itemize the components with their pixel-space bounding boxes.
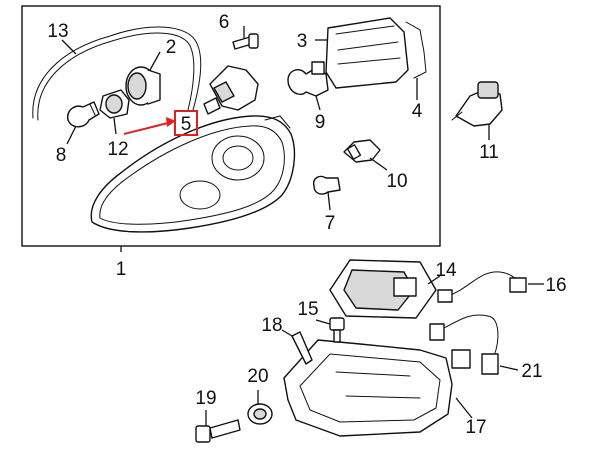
assembly-frame — [21, 5, 441, 247]
callout-12: 12 — [107, 139, 128, 160]
part-14-ballast — [329, 259, 437, 319]
part-7-small-bulb — [312, 175, 341, 195]
highlight-box-5 — [174, 110, 198, 136]
part-15-bolt — [329, 317, 345, 343]
part-8-small-bulb — [67, 101, 100, 128]
callout-2: 2 — [166, 37, 177, 58]
part-13-wire-strip — [32, 26, 202, 121]
headlamp-housing — [90, 115, 296, 233]
callout-16: 16 — [545, 275, 566, 296]
leader-18 — [281, 329, 293, 337]
callout-11: 11 — [479, 142, 499, 163]
callout-6: 6 — [219, 12, 230, 33]
leader-13 — [61, 39, 77, 55]
part-16-harness — [437, 271, 527, 303]
part-19-bolt — [195, 419, 241, 443]
callout-3: 3 — [297, 31, 308, 52]
callout-19: 19 — [195, 388, 216, 409]
part-11-xenon-bulb — [451, 81, 503, 127]
part-2-socket-ring — [125, 66, 161, 106]
part-18-pin — [291, 331, 313, 365]
callout-15: 15 — [297, 299, 318, 320]
callout-7: 7 — [325, 213, 336, 234]
callout-17: 17 — [465, 417, 486, 438]
callout-8: 8 — [56, 145, 67, 166]
part-17-bracket — [283, 339, 471, 437]
callout-14: 14 — [435, 260, 457, 281]
leader-15 — [315, 319, 331, 325]
part-3-cover — [325, 17, 409, 89]
callout-1: 1 — [116, 259, 127, 280]
part-9-main-bulb — [287, 61, 329, 97]
callout-20: 20 — [247, 366, 268, 387]
leader-9 — [315, 95, 321, 111]
leader-8 — [66, 125, 77, 145]
part-20-grommet — [247, 403, 273, 425]
callout-4: 4 — [412, 101, 423, 122]
leader-21 — [499, 365, 519, 371]
part-12-bulb-socket — [99, 89, 130, 119]
leader-7 — [327, 191, 331, 211]
callout-18: 18 — [261, 315, 282, 336]
callout-9: 9 — [315, 112, 326, 133]
callout-21: 21 — [521, 361, 542, 382]
part-10-bulb — [343, 139, 381, 163]
part-6-screw — [232, 33, 259, 50]
callout-5: 5 — [181, 114, 192, 135]
part-5-adjuster — [203, 65, 259, 115]
part-21-harness — [429, 314, 499, 375]
leader-10 — [369, 157, 388, 171]
part-4-clip — [405, 21, 427, 79]
callout-13: 13 — [47, 21, 68, 42]
leader-2 — [149, 51, 161, 71]
leader-14 — [427, 275, 441, 285]
leader-17 — [455, 397, 473, 419]
highlight-arrow-head — [166, 117, 176, 127]
highlight-arrow-line — [123, 121, 173, 135]
leader-12 — [113, 117, 117, 135]
callout-10: 10 — [386, 171, 407, 192]
